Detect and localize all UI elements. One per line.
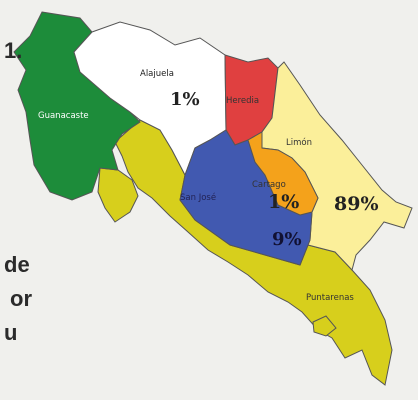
province-puntarenas-nicoya[interactable] [97,167,139,223]
label-guanacaste: Guanacaste [38,111,89,121]
side-text-line-3: or [10,286,32,311]
side-text-line-4: u [4,320,18,345]
label-alajuela: Alajuela [140,69,174,79]
label-heredia: Heredia [226,96,259,106]
percent-limon: 89% [334,193,379,215]
label-sanjose: San José [180,192,216,203]
label-puntarenas: Puntarenas [306,293,354,303]
province-cartago[interactable] [247,131,319,216]
percent-cartago: 1% [268,191,299,213]
label-limon: Limón [286,137,312,148]
percent-alajuela: 1% [170,89,200,110]
province-puntarenas-island[interactable] [312,315,337,337]
side-text-line-1: 1. [4,38,23,63]
side-text-line-2: de [4,252,30,277]
label-cartago: Cartago [252,180,286,190]
percent-sanjose: 9% [272,229,302,250]
